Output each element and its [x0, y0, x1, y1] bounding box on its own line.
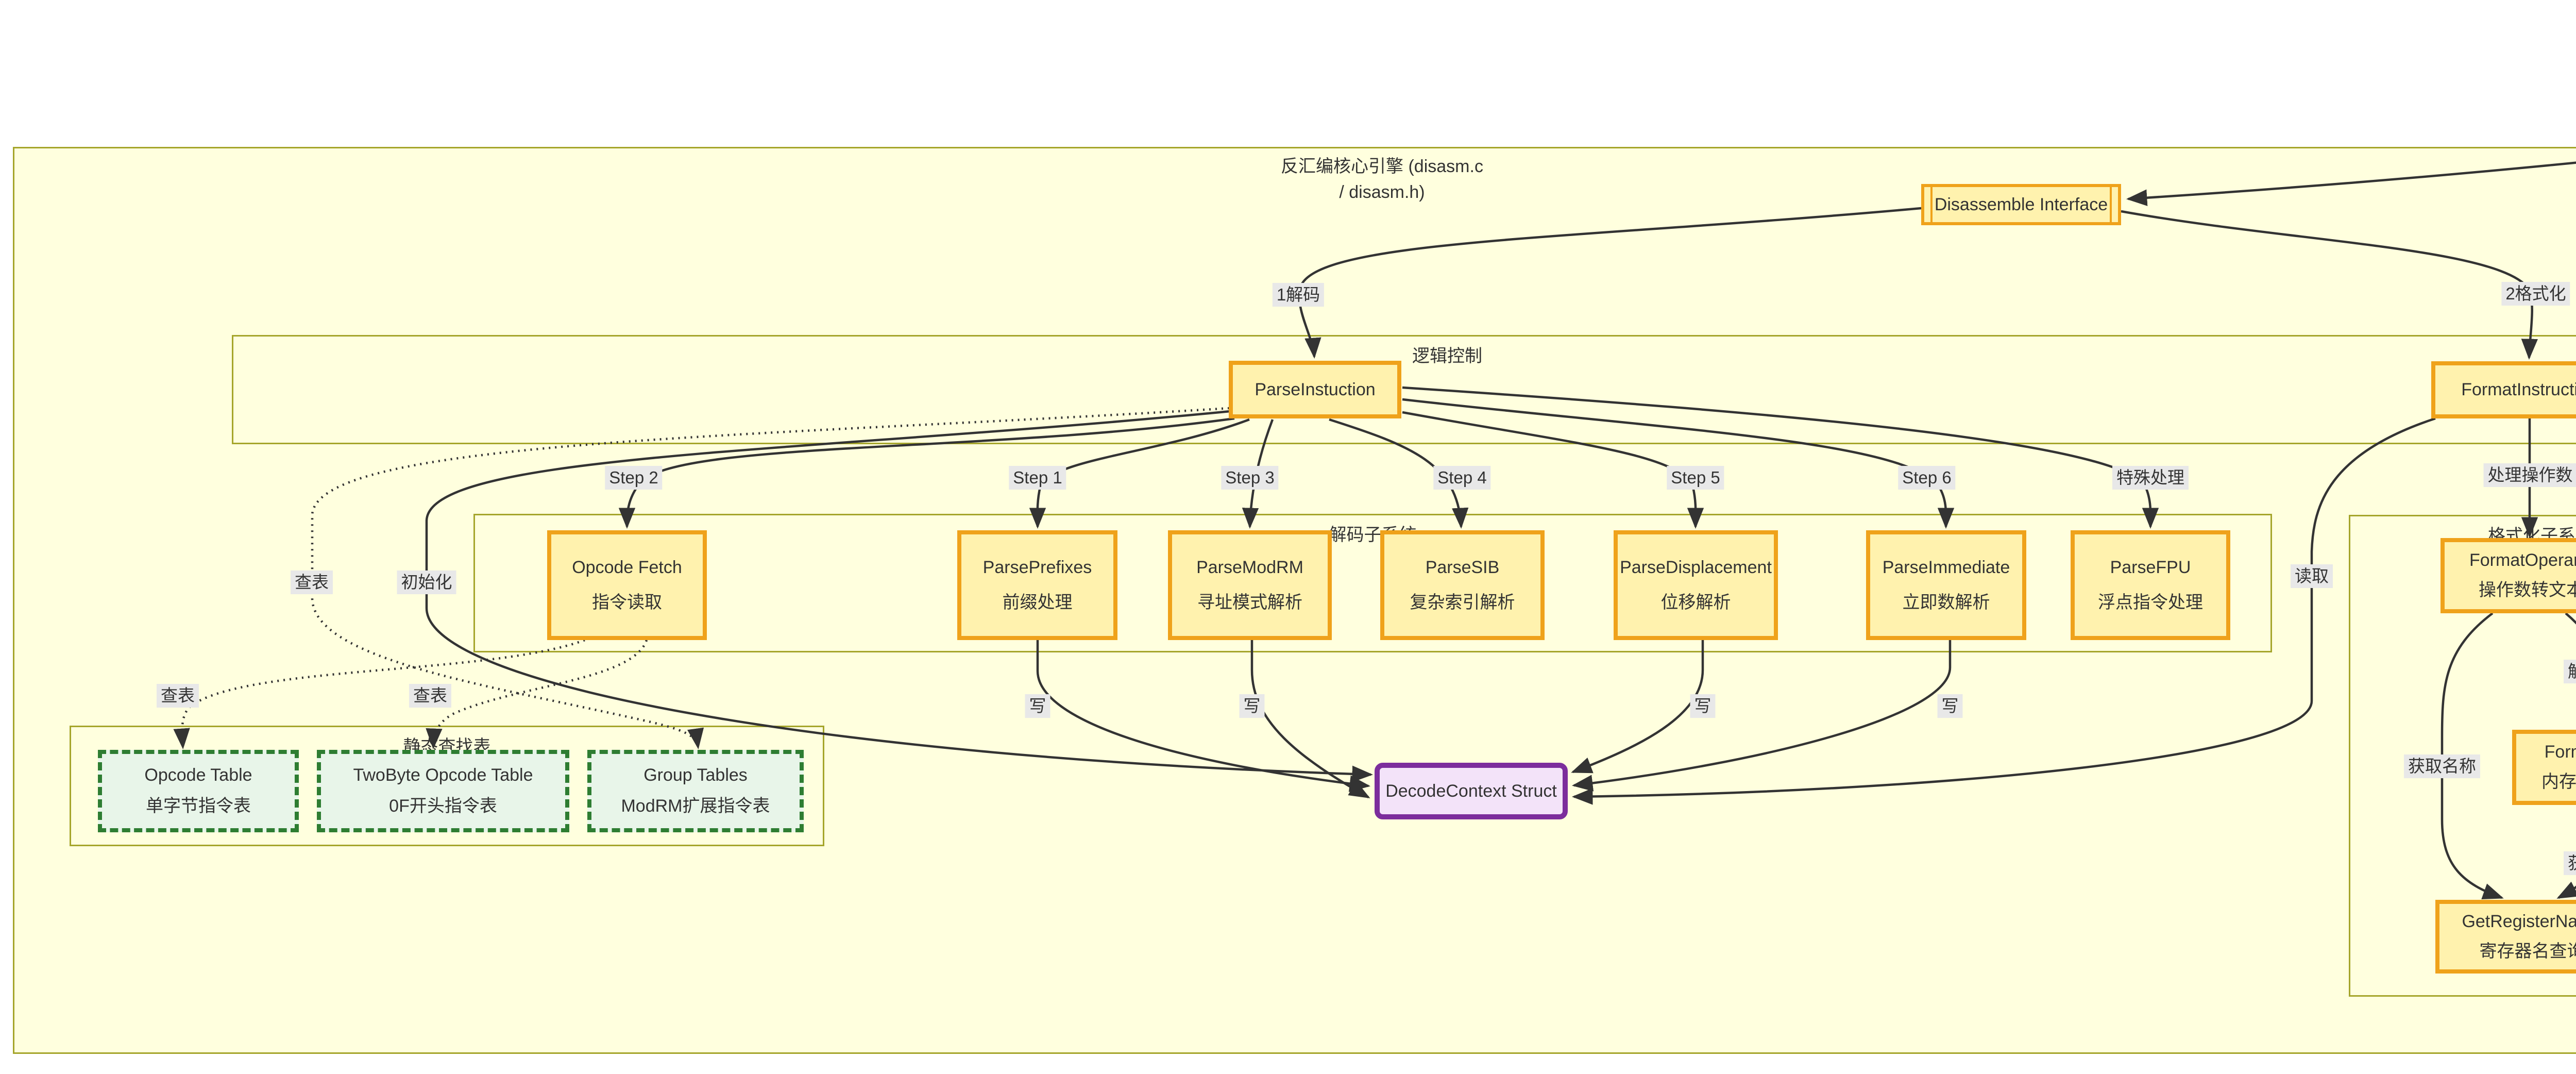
edge-label-get-name-1: 获取名称	[2404, 754, 2480, 778]
node-format-operand-zh: 操作数转文本	[2479, 580, 2576, 600]
node-get-register-name-en: GetRegisterName	[2462, 911, 2576, 931]
node-format-instruction-label: FormatInstruction	[2461, 380, 2576, 399]
edge-label-step2: Step 2	[605, 466, 663, 490]
edge-label-decode: 1解码	[1272, 283, 1325, 307]
subgraph-engine-title-line2: / disasm.h)	[1339, 182, 1425, 202]
node-disassemble-interface-label: Disassemble Interface	[1934, 194, 2108, 214]
node-get-register-name-zh: 寄存器名查询	[2479, 941, 2576, 961]
edge-label-special: 特殊处理	[2112, 466, 2189, 490]
subgraph-engine-title-line1: 反汇编核心引擎 (disasm.c	[1281, 157, 1483, 176]
node-parse-sib-zh: 复杂索引解析	[1410, 592, 1515, 612]
edge-label-step3: Step 3	[1221, 466, 1279, 490]
edge-write-prefixes	[1036, 640, 1371, 792]
edge-step4	[1329, 418, 1469, 529]
node-format-operand-en: FormatOperand	[2469, 550, 2576, 570]
node-parse-fpu-zh: 浮点指令处理	[2098, 592, 2203, 612]
node-format-modrm-zh: 内存表达式生成	[2541, 772, 2576, 792]
node-parse-fpu-en: ParseFPU	[2110, 557, 2191, 577]
edge-label-step4: Step 4	[1433, 466, 1491, 490]
edge-get-name-right	[2556, 881, 2576, 899]
node-format-operand: FormatOperand 操作数转文本	[2441, 538, 2576, 613]
edge-decode	[1298, 207, 1922, 359]
node-parse-immediate-en: ParseImmediate	[1882, 557, 2010, 577]
node-disassemble-interface: Disassemble Interface	[1921, 184, 2121, 225]
edge-write-imm	[1571, 640, 1952, 792]
subgraph-logic-control: 逻辑控制	[232, 335, 2576, 444]
subgraph-logic-control-title: 逻辑控制	[1412, 346, 1482, 366]
edge-special	[1402, 386, 2159, 529]
node-parse-displacement-zh: 位移解析	[1660, 592, 1731, 612]
edge-lookup-opcode	[173, 639, 585, 750]
node-parse-instruction: ParseInstuction	[1229, 361, 1401, 418]
node-parse-instruction-label: ParseInstuction	[1255, 379, 1376, 399]
edge-lookup-twobyte	[426, 640, 648, 750]
node-format-instruction: FormatInstruction	[2431, 361, 2576, 418]
edge-label-lookup-c: 查表	[409, 684, 451, 708]
node-decode-context-label: DecodeContext Struct	[1385, 781, 1557, 801]
edge-label-write-3: 写	[1690, 694, 1716, 718]
edge-write-modrm	[1250, 640, 1370, 798]
edge-step6	[1402, 398, 1955, 529]
edge-init	[425, 410, 1374, 783]
node-get-register-name: GetRegisterName 寄存器名查询	[2435, 900, 2576, 974]
edge-step2	[618, 417, 1235, 529]
edge-label-lookup-a: 查表	[291, 570, 333, 594]
node-parse-modrm-zh: 寻址模式解析	[1197, 592, 1302, 612]
node-parse-sib-en: ParseSIB	[1425, 557, 1500, 577]
edge-label-write-1: 写	[1025, 694, 1050, 718]
edge-label-handle-operand: 处理操作数	[2483, 463, 2576, 487]
node-parse-sib: ParseSIB 复杂索引解析	[1380, 530, 1545, 640]
node-opcode-table-zh: 单字节指令表	[146, 796, 251, 816]
node-twobyte-opcode-table-zh: 0F开头指令表	[389, 796, 497, 816]
node-opcode-fetch-en: Opcode Fetch	[572, 557, 682, 577]
node-parse-immediate-zh: 立即数解析	[1902, 592, 1990, 612]
node-twobyte-opcode-table: TwoByte Opcode Table 0F开头指令表	[317, 750, 569, 832]
edge-label-get-name-2: 获取名称	[2564, 851, 2576, 875]
node-parse-prefixes: ParsePrefixes 前缀处理	[957, 530, 1117, 640]
node-parse-modrm: ParseModRM 寻址模式解析	[1168, 530, 1332, 640]
node-parse-immediate: ParseImmediate 立即数解析	[1866, 530, 2026, 640]
node-opcode-fetch-zh: 指令读取	[592, 592, 662, 612]
node-group-tables-en: Group Tables	[643, 765, 748, 785]
edge-get-name-left	[2441, 612, 2504, 900]
subroutine-frame-line	[1930, 187, 1933, 222]
node-parse-displacement-en: ParseDisplacement	[1620, 557, 1772, 577]
node-decode-context: DecodeContext Struct	[1375, 763, 1568, 819]
edge-label-parse-mem: 解析内存	[2564, 660, 2576, 683]
node-parse-fpu: ParseFPU 浮点指令处理	[2071, 530, 2230, 640]
edge-label-write-4: 写	[1937, 694, 1963, 718]
edge-read-context	[1571, 417, 2436, 805]
node-opcode-table-en: Opcode Table	[144, 765, 252, 785]
node-opcode-table: Opcode Table 单字节指令表	[98, 750, 299, 832]
edge-label-step6: Step 6	[1898, 466, 1956, 490]
edge-call	[2126, 161, 2576, 206]
node-parse-displacement: ParseDisplacement 位移解析	[1614, 530, 1778, 640]
node-format-modrm: FormatModRM 内存表达式生成	[2512, 730, 2576, 805]
edge-write-disp	[1571, 640, 1704, 774]
subroutine-frame-line	[2110, 187, 2112, 222]
node-group-tables: Group Tables ModRM扩展指令表	[587, 750, 804, 832]
node-parse-prefixes-en: ParsePrefixes	[982, 557, 1092, 577]
edge-format	[2121, 210, 2538, 360]
subgraph-engine-title: 反汇编核心引擎 (disasm.c / disasm.h)	[14, 154, 2576, 205]
edge-label-lookup-b: 查表	[157, 684, 199, 708]
edge-step5	[1402, 411, 1704, 529]
edge-label-format: 2格式化	[2501, 282, 2570, 306]
node-group-tables-zh: ModRM扩展指令表	[621, 796, 770, 816]
node-parse-modrm-en: ParseModRM	[1196, 557, 1303, 577]
edge-label-step5: Step 5	[1667, 466, 1724, 490]
node-twobyte-opcode-table-en: TwoByte Opcode Table	[353, 765, 533, 785]
edge-label-init: 初始化	[397, 570, 456, 594]
edge-label-write-2: 写	[1239, 694, 1265, 718]
edge-label-step1: Step 1	[1009, 466, 1066, 490]
edge-label-read-context: 读取	[2291, 564, 2333, 588]
node-opcode-fetch: Opcode Fetch 指令读取	[547, 530, 707, 640]
node-format-modrm-en: FormatModRM	[2544, 742, 2576, 762]
node-parse-prefixes-zh: 前缀处理	[1002, 592, 1073, 612]
